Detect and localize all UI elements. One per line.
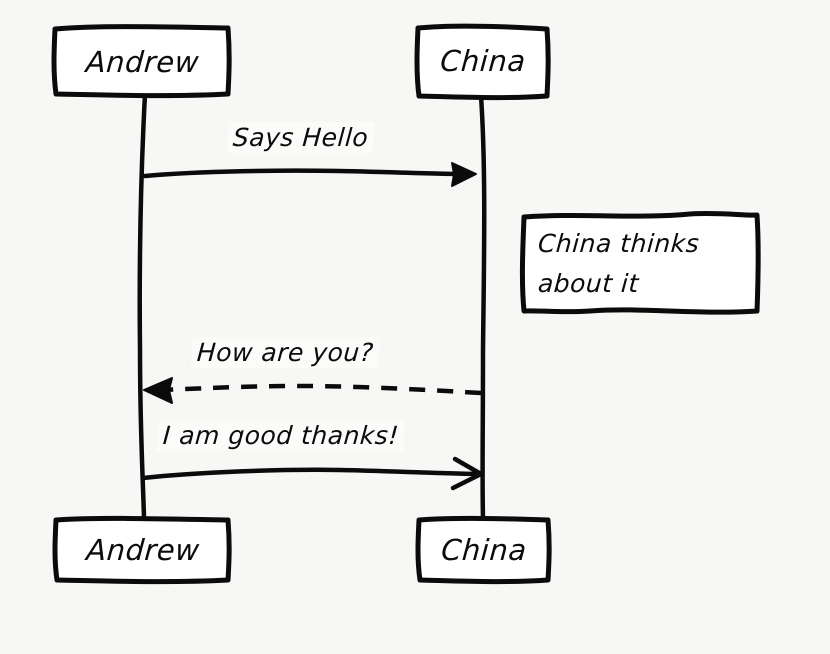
participant-box-china-bottom[interactable] — [415, 515, 552, 585]
note-text-line-1: China thinks — [537, 229, 701, 258]
message-arrow-i-am-good-thanks[interactable] — [140, 456, 484, 491]
participant-label-china-bottom: China — [440, 533, 528, 567]
participant-label-andrew-top: Andrew — [84, 45, 201, 79]
participant-box-china-top[interactable] — [414, 23, 551, 101]
message-label-says-hello: Says Hello — [226, 122, 375, 153]
message-arrow-says-hello[interactable] — [142, 162, 477, 187]
lifeline-andrew — [137, 91, 148, 521]
participant-box-andrew-bottom[interactable] — [52, 515, 232, 585]
participant-label-china-top: China — [439, 44, 527, 78]
arrowhead-open-right — [450, 456, 484, 491]
arrowhead-filled-left — [143, 377, 173, 404]
message-label-i-am-good-thanks: I am good thanks! — [156, 420, 406, 451]
message-arrow-how-are-you[interactable] — [143, 377, 482, 404]
arrowhead-filled-right — [451, 162, 477, 187]
message-label-how-are-you: How are you? — [190, 337, 380, 368]
note-box-china-thinks[interactable] — [519, 210, 761, 315]
participant-label-andrew-bottom: Andrew — [85, 533, 201, 567]
participant-box-andrew-top[interactable] — [51, 24, 232, 99]
note-text-line-2: about it — [537, 269, 640, 298]
lifeline-china — [478, 93, 487, 521]
